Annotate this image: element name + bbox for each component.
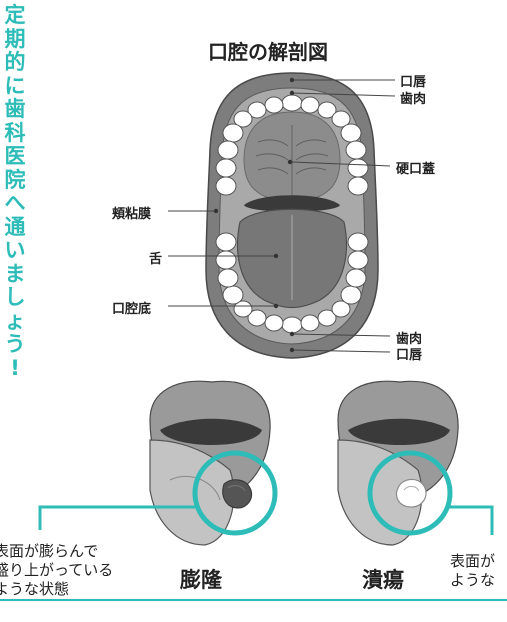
label-hard-palate: 硬口蓋 <box>396 158 435 177</box>
label-floor-of-mouth: 口腔底 <box>112 298 151 317</box>
swelling-description-line: 表面が膨らんで <box>0 542 113 561</box>
label-upper-gum: 歯肉 <box>400 88 426 107</box>
right-connector-line <box>446 507 492 535</box>
swelling-mouth-illustration <box>150 381 275 545</box>
ulcer-description: 表面が ような <box>450 552 495 590</box>
ulcer-description-line: ような <box>450 571 495 590</box>
swelling-description-line: ような状態 <box>0 580 113 599</box>
condition-swelling-label: 膨隆 <box>180 564 222 594</box>
label-buccal-mucosa: 頬粘膜 <box>112 203 151 222</box>
label-lower-lip: 口唇 <box>396 344 422 363</box>
condition-ulcer-label: 潰瘍 <box>362 564 404 594</box>
label-tongue: 舌 <box>149 248 162 267</box>
swelling-description: 表面が膨らんで 盛り上がっている ような状態 <box>0 542 113 599</box>
ulcer-mouth-illustration <box>338 381 458 545</box>
swelling-description-line: 盛り上がっている <box>0 561 113 580</box>
ulcer-description-line: 表面が <box>450 552 495 571</box>
bottom-divider <box>0 599 507 601</box>
